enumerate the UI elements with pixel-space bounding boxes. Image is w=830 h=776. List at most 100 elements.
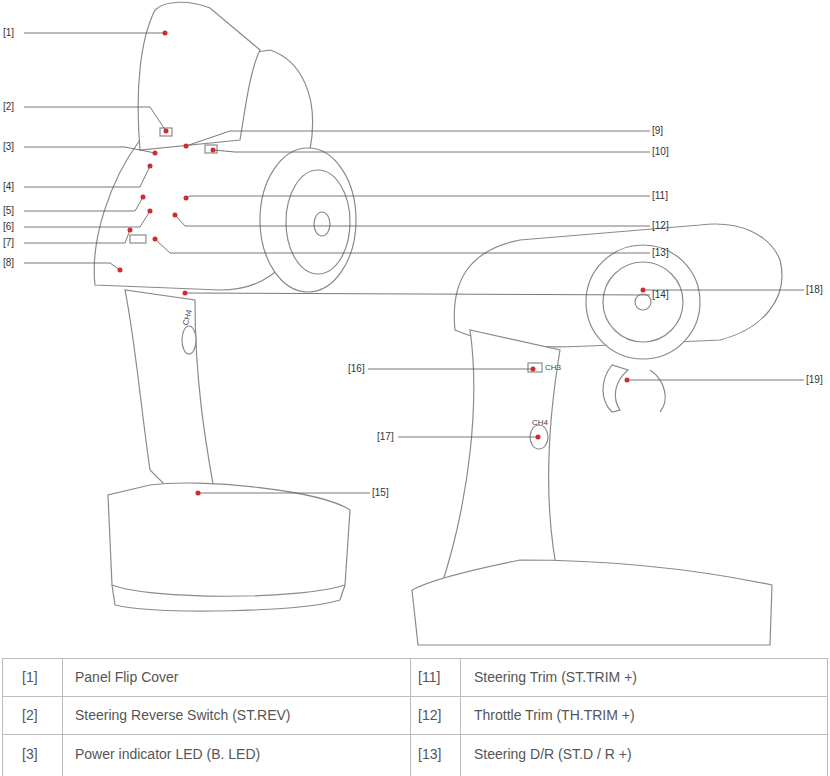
callout-dot <box>184 196 189 201</box>
flip-cover <box>138 2 260 150</box>
table-rule <box>410 658 411 776</box>
leader-line <box>198 493 370 494</box>
callout-number: [18] <box>806 284 823 296</box>
wheel-center <box>314 212 330 236</box>
callout-number: [8] <box>3 257 14 269</box>
table-cell: [11] <box>418 668 440 686</box>
callout-dot <box>625 378 630 383</box>
callout-dot <box>148 164 153 169</box>
leader-line <box>24 107 166 131</box>
leader-line <box>185 293 650 295</box>
callout-number: [4] <box>3 181 14 193</box>
table-grid <box>2 658 828 776</box>
steering-wheel <box>586 245 700 359</box>
wheel-hub <box>603 262 683 342</box>
callout-number: [9] <box>652 125 663 137</box>
callout-number: [5] <box>3 205 14 217</box>
table-rule <box>62 658 63 776</box>
steering-wheel <box>260 148 356 292</box>
callout-number: [13] <box>652 247 669 259</box>
table-cell: Throttle Trim (TH.TRIM +) <box>474 706 635 724</box>
panel-switch <box>205 145 217 153</box>
callout-number: [14] <box>652 289 669 301</box>
ch3-switch <box>528 363 542 372</box>
callout-dot <box>184 144 189 149</box>
table-cell: Panel Flip Cover <box>75 668 179 686</box>
callout-dot <box>196 491 201 496</box>
table-cell: Steering D/R (ST.D / R +) <box>474 745 632 763</box>
table-cell: [1] <box>22 668 38 686</box>
callout-dot <box>641 288 646 293</box>
callout-number: [7] <box>3 237 14 249</box>
callout-number: [16] <box>348 363 365 375</box>
leader-line <box>24 263 120 270</box>
leader-line <box>186 196 650 198</box>
leader-line <box>368 369 533 370</box>
base <box>412 560 772 645</box>
wheel-hub <box>286 170 350 274</box>
callout-dot <box>153 151 158 156</box>
table-cell: Power indicator LED (B. LED) <box>75 745 260 763</box>
leader-line <box>24 197 143 211</box>
callout-number: [11] <box>652 190 668 202</box>
callout-dot <box>183 291 188 296</box>
leader-line <box>175 215 650 226</box>
callout-number: [19] <box>806 374 823 386</box>
table-border <box>3 659 828 776</box>
leader-line <box>398 437 538 438</box>
leader-line <box>627 380 804 381</box>
callout-number: [6] <box>3 221 14 233</box>
callout-dot <box>536 435 541 440</box>
base <box>108 483 350 596</box>
callout-number: [3] <box>3 141 14 153</box>
base-front <box>112 585 345 611</box>
table-cell: [12] <box>418 706 441 724</box>
leader-line <box>24 33 165 34</box>
grip <box>125 290 215 495</box>
leader-line <box>24 230 130 243</box>
leader-line <box>24 147 155 153</box>
table-cell: [2] <box>22 706 38 724</box>
leader-lines <box>24 33 804 493</box>
callout-dots <box>118 31 646 496</box>
callout-number: [10] <box>652 146 669 158</box>
callout-dot <box>153 237 158 242</box>
callout-dot <box>118 268 123 273</box>
table-cell: Steering Reverse Switch (ST.REV) <box>75 706 291 724</box>
callout-dot <box>148 209 153 214</box>
leader-line <box>24 166 150 187</box>
channel-label: CH4 <box>532 418 548 427</box>
callout-number: [12] <box>652 220 669 232</box>
table-rule <box>2 696 828 697</box>
leader-line <box>186 131 650 146</box>
callout-dot <box>164 129 169 134</box>
channel-label: CH3 <box>545 363 561 372</box>
table-cell: Steering Trim (ST.TRIM +) <box>474 668 637 686</box>
panel-switch <box>160 128 172 136</box>
callout-dot <box>163 31 168 36</box>
left-transmitter <box>94 2 356 611</box>
table-cell: [13] <box>418 745 441 763</box>
callout-number: [2] <box>3 101 14 113</box>
ch4-button <box>182 326 196 354</box>
wheel-center <box>635 294 651 310</box>
callout-dot <box>173 213 178 218</box>
leader-line <box>213 150 650 152</box>
callout-dot <box>211 148 216 153</box>
table-rule <box>460 658 461 776</box>
leader-line <box>155 239 650 253</box>
table-cell: [3] <box>22 745 38 763</box>
body-outline <box>454 224 782 347</box>
callout-dot <box>531 367 536 372</box>
callout-number: [15] <box>372 487 389 499</box>
ch3-switch <box>130 235 146 243</box>
callout-dot <box>141 195 146 200</box>
callout-number: [17] <box>377 431 394 443</box>
leader-line <box>24 211 150 227</box>
callout-number: [1] <box>3 27 14 39</box>
table-rule <box>2 734 828 735</box>
throttle-trigger <box>603 365 665 412</box>
right-transmitter <box>412 224 782 645</box>
callout-dot <box>128 228 133 233</box>
